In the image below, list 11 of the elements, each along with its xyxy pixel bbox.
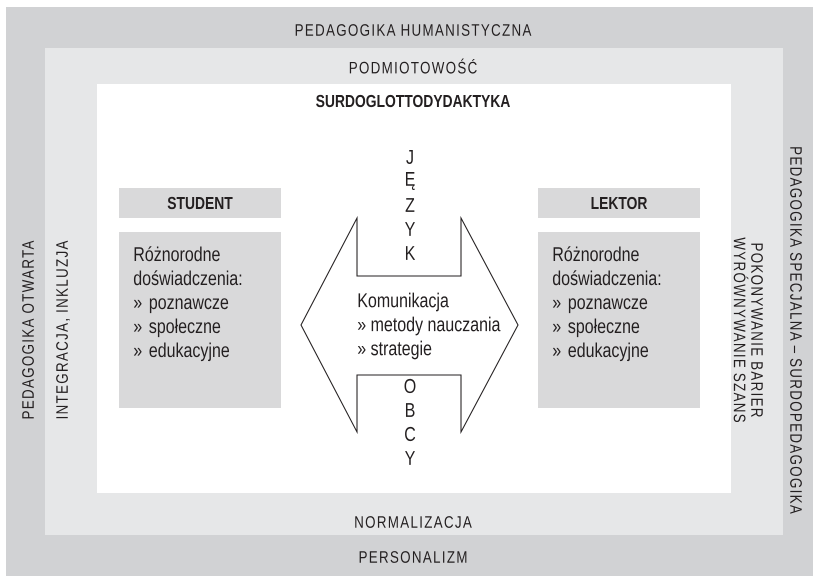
letter: O bbox=[404, 378, 416, 394]
header-box: LEKTOR bbox=[538, 188, 700, 218]
header-box: STUDENT bbox=[119, 188, 281, 218]
text-box: Różnorodne doświadczenia: » poznawcze » społeczne » edukacyjne bbox=[538, 232, 700, 408]
letter: J bbox=[406, 150, 413, 164]
letter: Y bbox=[405, 451, 415, 465]
letter: K bbox=[406, 246, 416, 260]
letter: B bbox=[406, 403, 414, 417]
letter: Ę bbox=[406, 172, 415, 190]
letter: Y bbox=[405, 222, 415, 236]
text-box: Różnorodne doświadczenia: » poznawcze » społeczne » edukacyjne bbox=[119, 232, 281, 408]
